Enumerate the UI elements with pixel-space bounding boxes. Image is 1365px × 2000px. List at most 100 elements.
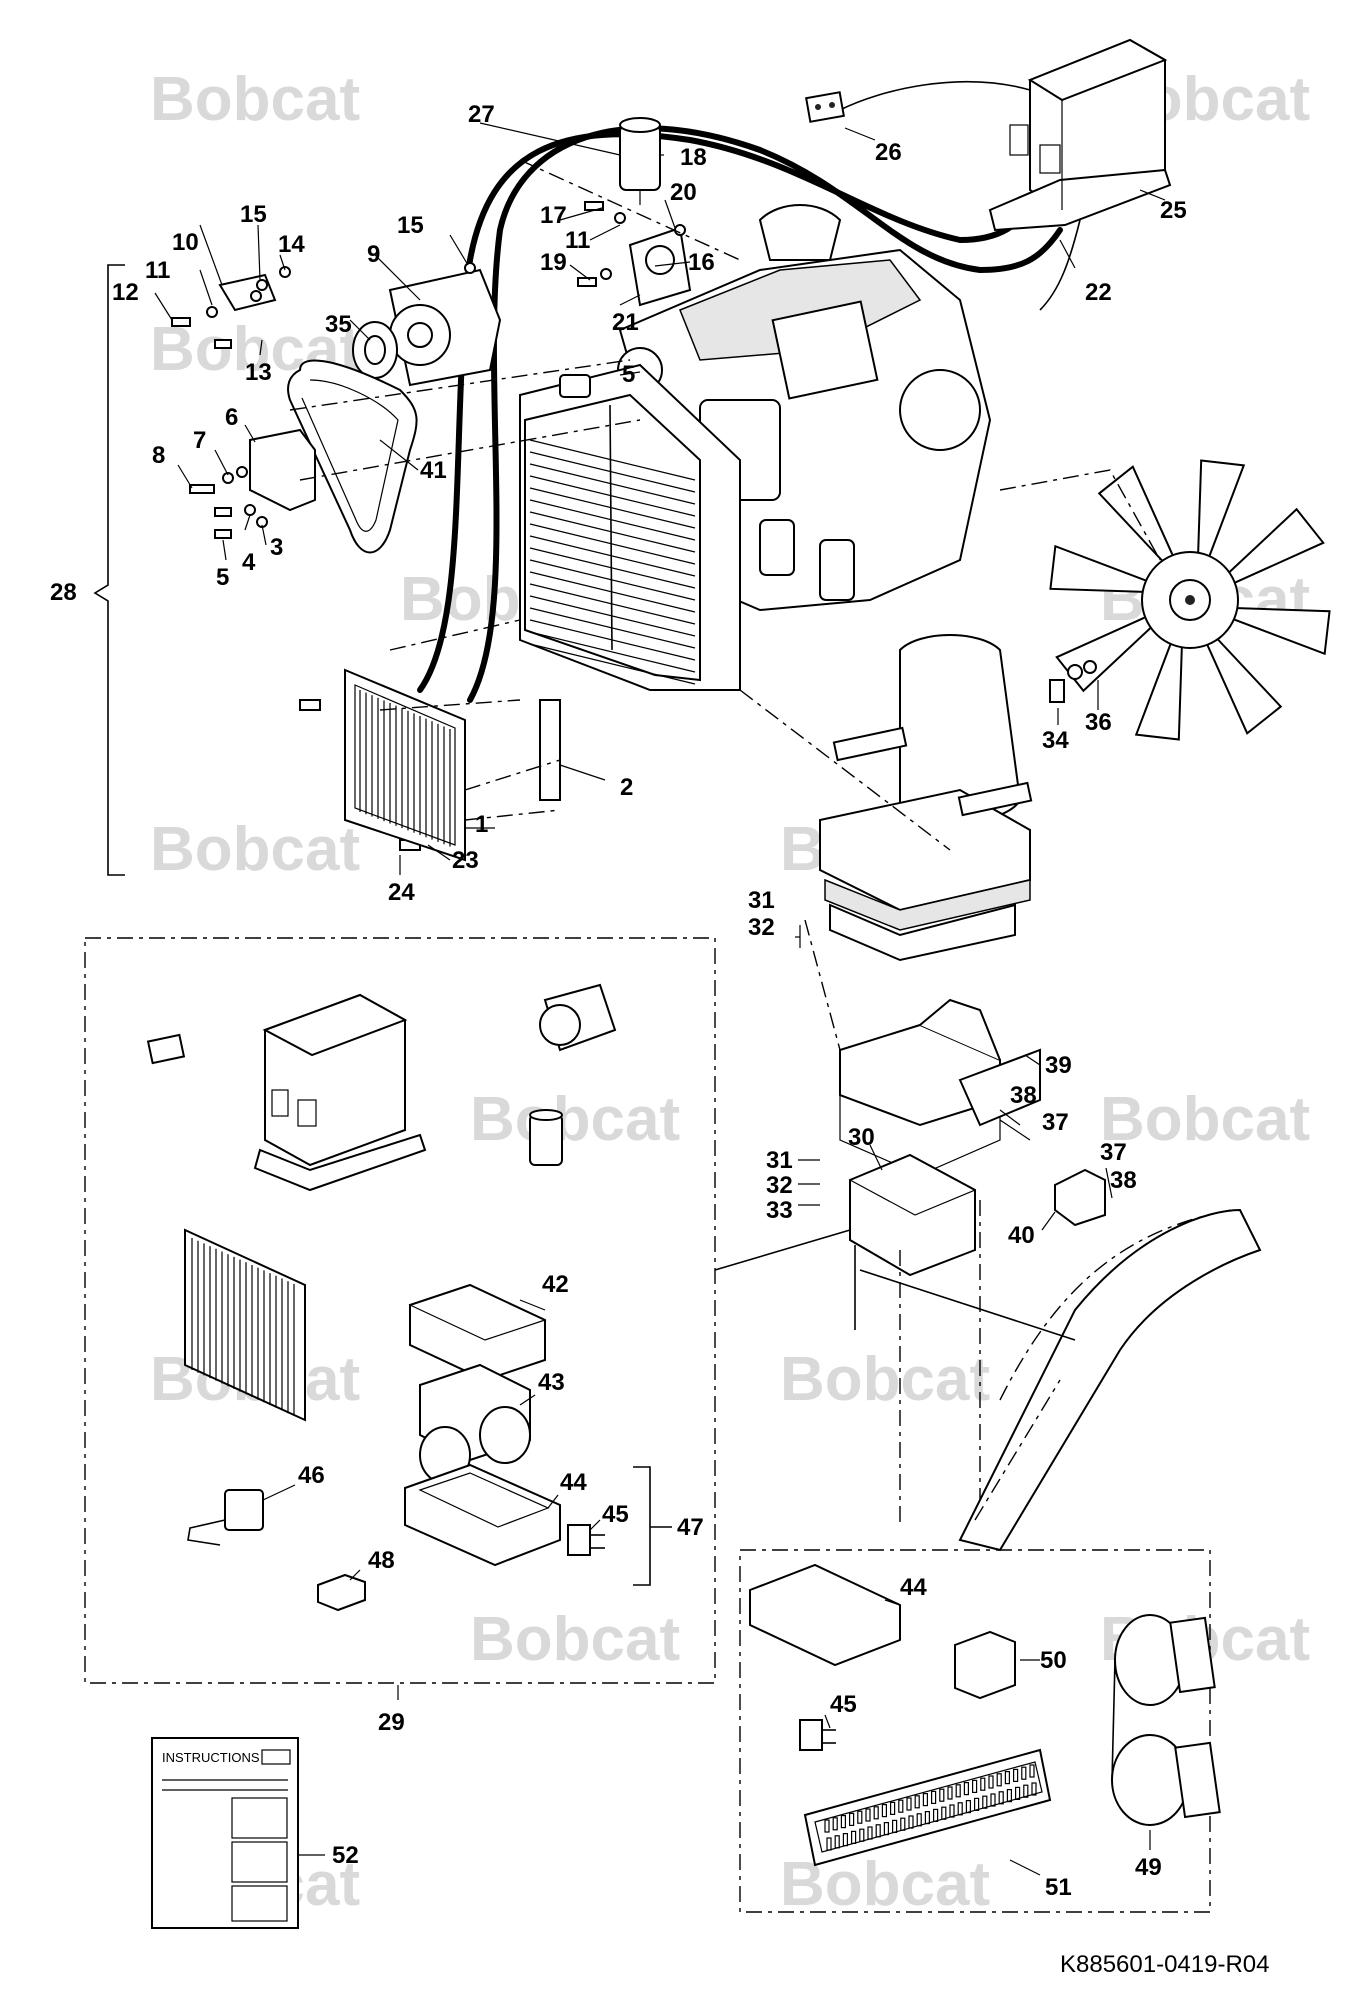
radiator-fin <box>529 499 696 541</box>
part-label-36: 36 <box>1085 709 1112 736</box>
valve-45 <box>567 1524 605 1556</box>
bracket-40 <box>1054 1168 1106 1227</box>
part-label-37b: 37 <box>1100 1139 1127 1166</box>
receiver-drier-18 <box>619 117 661 205</box>
box-30 <box>848 1153 977 1277</box>
louver-slot <box>988 1775 994 1789</box>
louver-slot <box>900 1817 906 1831</box>
part-label-10: 10 <box>172 229 199 256</box>
radiator-fin <box>529 571 696 613</box>
label-leaders <box>154 122 1166 1876</box>
document-id: K885601-0419-R04 <box>1060 1951 1270 1978</box>
bracket-16 <box>628 226 692 307</box>
part-label-38b: 38 <box>1110 1167 1137 1194</box>
part-label-23: 23 <box>452 847 479 874</box>
part-label-45: 45 <box>602 1501 629 1528</box>
part-label-19: 19 <box>540 249 567 276</box>
louver-slot <box>941 1806 947 1820</box>
part-label-39: 39 <box>1045 1052 1072 1079</box>
part-label-33: 33 <box>766 1197 793 1224</box>
instructions-52: INSTRUCTIONS <box>151 1737 299 1929</box>
kit-drier <box>529 1109 563 1166</box>
sub-kit-outline <box>739 1549 1211 1913</box>
louver-slot <box>973 1797 980 1812</box>
louver-slot <box>906 1797 912 1811</box>
part-label-17: 17 <box>540 202 567 229</box>
bracket-6 <box>249 428 316 512</box>
louver-slot <box>883 1821 890 1836</box>
fan-blade <box>1097 465 1176 565</box>
louver-slot <box>842 1832 849 1847</box>
bracket-10 <box>218 273 277 312</box>
louver-slot <box>939 1788 945 1802</box>
radiator-fin <box>529 631 696 673</box>
part-label-22: 22 <box>1085 279 1112 306</box>
duct <box>958 1208 1262 1552</box>
louver-slot <box>824 1819 830 1833</box>
part-label-37: 37 <box>1042 1109 1069 1136</box>
part-label-7: 7 <box>193 427 206 454</box>
watermark: Bobcat <box>1100 1085 1310 1154</box>
kit-outline <box>84 937 716 1684</box>
radiator-fin <box>529 559 696 601</box>
louver-slot <box>857 1810 863 1824</box>
radiator-fin <box>529 463 696 505</box>
part-label-11: 11 <box>145 257 170 284</box>
part-label-15b: 15 <box>397 212 424 239</box>
louver-slot <box>916 1813 922 1827</box>
louver-slot <box>955 1784 961 1798</box>
louver-slot <box>1023 1784 1029 1798</box>
louver-slot <box>865 1808 871 1822</box>
louver-slot <box>980 1777 986 1791</box>
part-label-50: 50 <box>1040 1647 1067 1674</box>
part-label-32: 32 <box>748 914 775 941</box>
radiator-fin <box>529 643 696 685</box>
part-label-27: 27 <box>468 101 495 128</box>
kit-compressor <box>539 983 617 1052</box>
louver-slot <box>881 1803 888 1818</box>
watermark: Bobcat <box>470 1085 680 1154</box>
part-label-49: 49 <box>1135 1854 1162 1881</box>
louver-slot <box>996 1773 1002 1787</box>
louver-slot <box>914 1795 920 1809</box>
louver-slot <box>982 1795 988 1809</box>
part-label-4: 4 <box>242 549 256 576</box>
cover-39 <box>958 1048 1041 1127</box>
louver-slot <box>957 1802 963 1816</box>
part-label-5: 5 <box>216 564 229 591</box>
louver-slot <box>990 1793 996 1807</box>
louver-slot <box>1004 1770 1011 1785</box>
part-label-15: 15 <box>240 201 267 228</box>
part-label-30: 30 <box>848 1124 875 1151</box>
instructions-title: INSTRUCTIONS <box>162 1750 260 1765</box>
louver-slot <box>891 1819 898 1834</box>
louver-slot <box>922 1792 929 1807</box>
part-label-41: 41 <box>420 457 447 484</box>
fan-blade <box>1204 635 1283 735</box>
blower-49 <box>1111 1614 1221 1826</box>
louver-slot <box>1012 1768 1019 1783</box>
louver-slot <box>932 1808 939 1823</box>
radiator-fin <box>529 487 696 529</box>
louver-slot <box>947 1786 953 1800</box>
louver-slot <box>826 1837 832 1851</box>
louver-slot <box>889 1801 896 1816</box>
radiator-fin <box>529 547 696 589</box>
radiator-divider <box>609 404 613 651</box>
part-label-11b: 11 <box>565 227 590 254</box>
louver-51 <box>803 1748 1052 1867</box>
louver-slot <box>848 1812 855 1827</box>
part-label-40: 40 <box>1008 1222 1035 1249</box>
fan-blade <box>1197 459 1246 561</box>
part-label-44b: 44 <box>900 1574 927 1601</box>
part-label-47: 47 <box>677 1514 704 1541</box>
part-label-6: 6 <box>225 404 238 431</box>
filter-42 <box>408 1283 547 1382</box>
part-label-18: 18 <box>680 144 707 171</box>
radiator <box>519 363 741 691</box>
part-label-48: 48 <box>368 1547 395 1574</box>
part-label-44: 44 <box>560 1469 587 1496</box>
kit-heater <box>253 993 427 1192</box>
blower-43 <box>419 1363 531 1484</box>
